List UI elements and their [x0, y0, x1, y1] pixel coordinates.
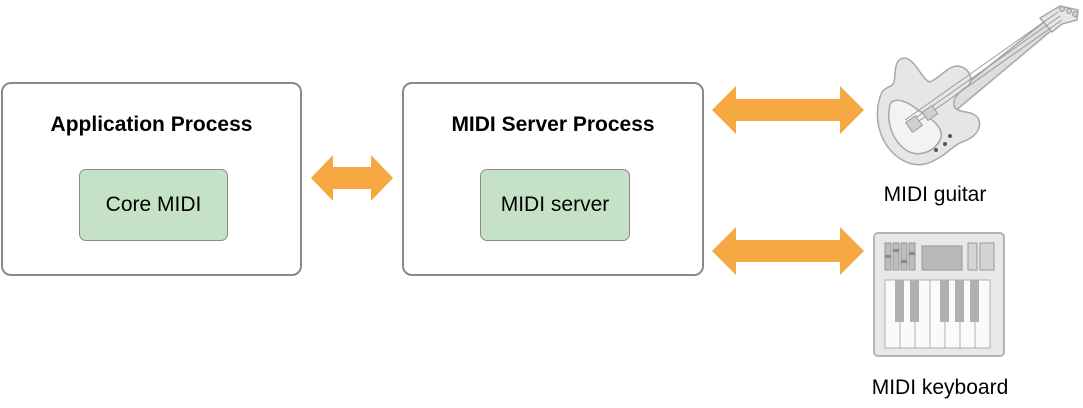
midi-server-label: MIDI server — [500, 193, 610, 216]
midi-keyboard-label: MIDI keyboard — [871, 376, 1009, 399]
application-process-box: Application Process Core MIDI — [1, 82, 302, 276]
midi-server-process-title: MIDI Server Process — [451, 113, 655, 136]
midi-guitar-label: MIDI guitar — [883, 183, 987, 206]
core-midi-label: Core MIDI — [105, 193, 202, 216]
midi-server-block: MIDI server — [480, 169, 630, 241]
midi-server-process-box: MIDI Server Process MIDI server — [402, 82, 704, 276]
app-server-arrow — [311, 155, 393, 201]
server-guitar-arrow — [712, 86, 864, 134]
core-midi-block: Core MIDI — [79, 169, 228, 241]
server-keyboard-arrow — [712, 227, 864, 275]
application-process-title: Application Process — [50, 113, 253, 136]
